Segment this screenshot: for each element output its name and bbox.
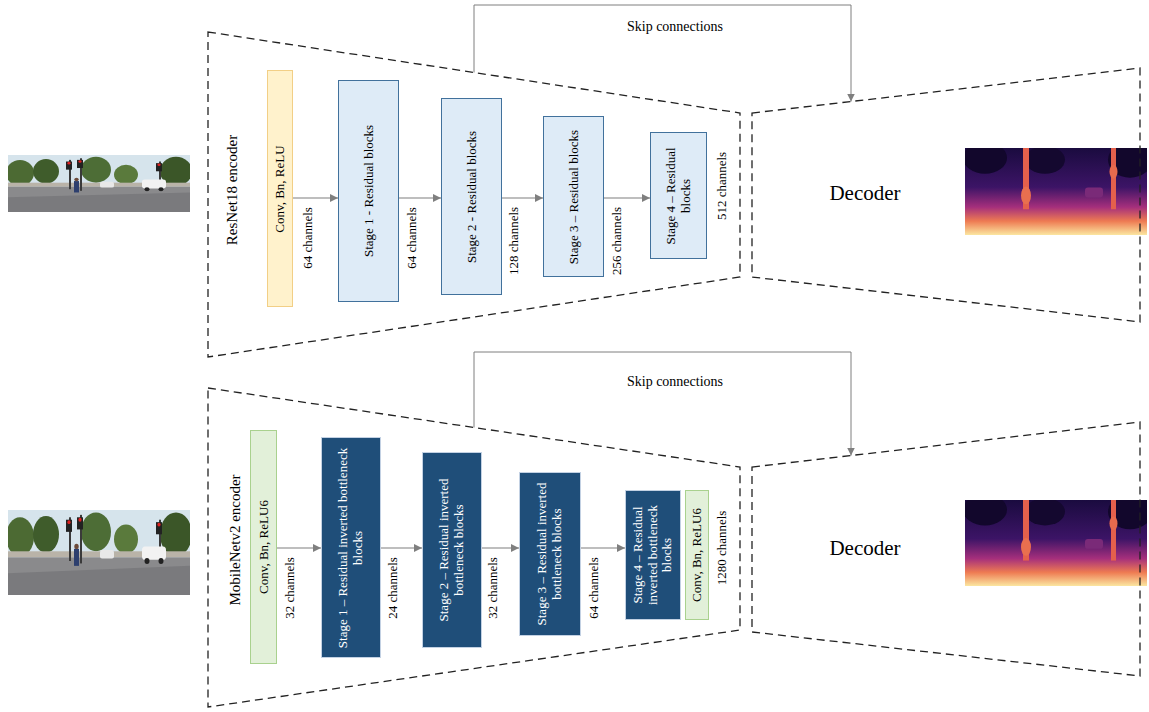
dashed-outline	[752, 422, 1140, 676]
encoder-title: ResNet18 encoder	[224, 135, 241, 245]
stage-block: Stage 3 – Residual inverted bottleneck b…	[519, 472, 581, 636]
stage-block: Stage 1 – Residual inverted bottleneck b…	[321, 437, 381, 658]
block-label: Stage 1 – Residual inverted bottleneck b…	[336, 443, 365, 652]
block-label: Stage 4 – Residual inverted bottleneck b…	[631, 496, 675, 614]
skip-connection	[474, 5, 851, 102]
trapezoid-outline	[752, 68, 1140, 322]
conv-block: Conv, Bn, ReLU6	[250, 430, 277, 664]
input-photo	[6, 155, 192, 212]
flow-arrow	[381, 547, 422, 548]
channel-label: 32 channels	[486, 557, 500, 619]
decoder-title: Decoder	[829, 181, 900, 206]
skip-label: Skip connections	[625, 19, 725, 35]
flow-arrow	[399, 197, 441, 198]
flow-arrow	[581, 547, 625, 548]
encoder-trapezoid: MobileNetv2 encoder Conv, Bn, ReLU6 Stage …	[208, 388, 740, 707]
stage-block: Stage 2 – Residual inverted bottleneck b…	[422, 452, 482, 648]
stage-block: Stage 3 – Residual blocks	[543, 116, 604, 277]
stage-block: Stage 4 – Residual inverted bottleneck b…	[625, 490, 681, 620]
flow-arrow	[277, 547, 321, 548]
flow-arrow	[502, 197, 543, 198]
channel-label: 64 channels	[301, 207, 315, 269]
stage-block: Stage 1 - Residual blocks	[338, 80, 399, 302]
block-label: Conv, Bn, ReLU	[273, 76, 288, 301]
trapezoid-outline	[752, 422, 1140, 676]
flow-arrow	[482, 547, 519, 548]
channel-label: 512 channels	[715, 152, 729, 220]
stage-block: Stage 2 - Residual blocks	[441, 98, 502, 295]
block-label: Stage 3 – Residual inverted bottleneck b…	[535, 478, 564, 630]
input-photo	[6, 510, 192, 595]
conv-block: Conv, Bn, ReLU	[267, 70, 293, 307]
encoder-trapezoid: ResNet18 encoder Conv, Bn, ReLU Stage 1 - …	[208, 32, 740, 357]
depth-map	[963, 494, 1149, 586]
block-label: Stage 1 - Residual blocks	[361, 86, 376, 296]
channel-label: 64 channels	[587, 557, 601, 619]
dashed-outline	[208, 388, 740, 707]
conv-block: Conv, Bn, ReLU6	[685, 490, 709, 620]
skip-connection	[474, 352, 851, 456]
decoder-title: Decoder	[829, 536, 900, 561]
skip-label: Skip connections	[625, 374, 725, 390]
channel-label: 256 channels	[610, 207, 624, 275]
block-label: Conv, Bn, ReLU6	[256, 436, 271, 658]
channel-label: 64 channels	[405, 207, 419, 269]
channel-label: 24 channels	[386, 557, 400, 619]
channel-label: 32 channels	[283, 557, 297, 619]
dashed-outline	[752, 68, 1140, 322]
dashed-outline	[208, 32, 740, 357]
encoder-title: MobileNetv2 encoder	[227, 474, 244, 605]
stage-block: Stage 4 – Residual blocks	[650, 132, 707, 259]
block-label: Stage 4 – Residual blocks	[664, 138, 693, 253]
block-label: Conv, Bn, ReLU6	[690, 496, 705, 614]
flow-arrow	[293, 197, 338, 198]
flow-arrow	[604, 197, 650, 198]
channel-label: 128 channels	[507, 207, 521, 275]
block-label: Stage 3 – Residual blocks	[566, 122, 581, 271]
channel-label: 1280 channels	[715, 511, 729, 586]
block-label: Stage 2 - Residual blocks	[464, 104, 479, 289]
block-label: Stage 2 – Residual inverted bottleneck b…	[437, 458, 466, 642]
depth-map	[963, 142, 1149, 235]
decoder-trapezoid: Decoder	[752, 422, 1140, 676]
decoder-trapezoid: Decoder	[752, 68, 1140, 322]
